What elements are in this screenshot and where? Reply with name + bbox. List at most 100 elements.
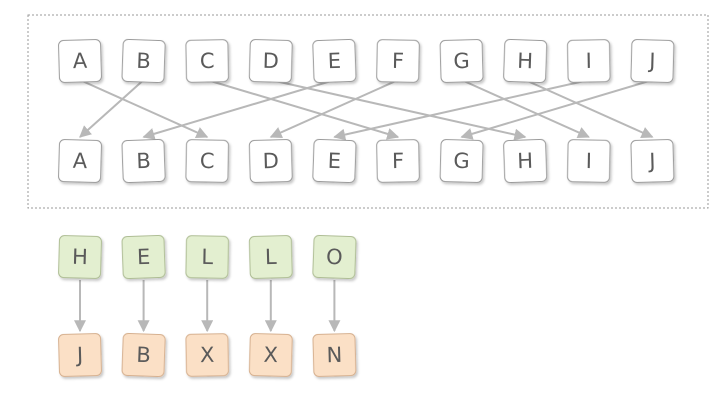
plaintext-tile-2: E [121,234,166,280]
ciphertext-tile-5: N [312,333,357,377]
bottom-tile-g-letter: G [453,149,470,173]
top-tile-c-letter: C [200,49,215,73]
bottom-letter-row: A B C D E F G H I J [58,138,675,184]
top-tile-f: F [376,39,420,83]
mapping-arrow-c-to-f [206,79,400,140]
bottom-tile-c: C [185,139,229,183]
plaintext-tile-4: L [248,235,293,279]
top-tile-a-box [58,39,102,83]
plaintext-tile-2-box [121,234,166,280]
bottom-tile-i-box [567,139,611,183]
plaintext-tile-5-letter: O [326,245,343,270]
bottom-tile-j-letter: J [647,149,656,173]
ciphertext-tile-4-letter: X [263,343,278,367]
example-arrows [74,280,341,333]
bottom-tile-f: F [376,139,420,183]
top-tile-h: H [503,38,548,84]
plaintext-tile-3-box [185,235,229,279]
top-tile-j-letter: J [647,49,656,73]
bottom-tile-e: E [312,138,357,184]
mapping-arrow-a-to-c [79,79,209,139]
mapping-arrows [79,79,654,141]
bottom-tile-d-letter: D [262,149,279,173]
plaintext-tile-1: H [58,235,102,279]
bottom-tile-h-box [503,138,548,184]
top-tile-i: I [567,39,611,83]
bottom-tile-f-letter: F [392,149,405,173]
plaintext-tile-1-box [58,235,102,279]
bottom-tile-a: A [58,139,102,183]
top-tile-i-box [567,39,611,83]
plaintext-tile-2-letter: E [137,245,151,269]
top-tile-d: D [248,39,293,83]
bottom-tile-i: I [567,139,611,183]
plaintext-tile-1-letter: H [72,245,88,269]
bottom-tile-c-box [185,139,229,183]
top-tile-d-box [248,39,293,83]
mapping-arrow-e-to-b [142,79,335,140]
plaintext-tile-3-letter: L [201,245,213,269]
ciphertext-tile-2-box [121,332,166,378]
mapping-arrow-j-to-g [460,79,653,140]
top-tile-b-letter: B [136,49,151,73]
bottom-tile-e-letter: E [327,149,341,173]
bottom-tile-e-box [312,138,357,184]
ciphertext-tile-3: X [185,333,229,377]
plaintext-tile-5: O [312,234,357,280]
mapping-arrow-d-to-h [270,79,527,141]
top-tile-g-letter: G [453,49,470,73]
ciphertext-tile-1: J [58,333,102,377]
top-tile-e-box [312,38,357,84]
ciphertext-tile-2-letter: B [136,343,151,367]
bottom-tile-b-letter: B [136,149,151,173]
ciphertext-tile-4: X [248,333,293,377]
plaintext-tile-4-letter: L [265,245,278,269]
mapping-panel [27,14,709,209]
bottom-tile-h-letter: H [517,149,534,174]
top-tile-g-box [439,39,484,83]
top-tile-h-box [503,38,548,84]
mapping-arrow-b-to-a [79,79,145,138]
top-tile-h-letter: H [517,49,534,74]
top-tile-g: G [439,39,484,83]
bottom-tile-j-box [630,139,675,183]
ciphertext-tile-5-box [312,333,357,377]
bottom-tile-b: B [121,138,166,184]
bottom-tile-c-letter: C [200,149,215,173]
bottom-tile-g: G [439,139,484,183]
ciphertext-tile-1-letter: J [75,343,84,367]
top-tile-a: A [58,39,102,83]
top-tile-j-box [630,39,675,83]
mapping-arrow-g-to-i [461,79,590,139]
ciphertext-tile-4-box [248,333,293,377]
top-tile-d-letter: D [262,49,279,73]
top-tile-f-box [376,39,420,83]
ciphertext-tile-3-letter: X [200,343,215,367]
plaintext-tile-5-box [312,234,357,280]
top-tile-c-box [185,39,229,83]
top-tile-j: J [630,39,675,83]
bottom-tile-d: D [248,139,293,183]
mapping-arrow-f-to-d [269,79,399,139]
bottom-tile-g-box [439,139,484,183]
bottom-tile-b-box [121,138,166,184]
plaintext-tile-3: L [185,235,229,279]
bottom-tile-i-letter: I [585,149,592,173]
top-tile-b: B [121,38,166,84]
bottom-tile-h: H [503,138,548,184]
mapping-arrow-i-to-e [333,79,590,141]
ciphertext-tile-3-box [185,333,229,377]
top-tile-b-box [121,38,166,84]
plaintext-tile-4-box [248,235,293,279]
bottom-tile-j: J [630,139,675,183]
ciphertext-tile-5-letter: N [326,343,342,367]
bottom-tile-d-box [248,139,293,183]
top-tile-e: E [312,38,357,84]
bottom-tile-a-box [58,139,102,183]
ciphertext-tile-2: B [121,332,166,378]
ciphertext-tile-1-box [58,333,102,377]
